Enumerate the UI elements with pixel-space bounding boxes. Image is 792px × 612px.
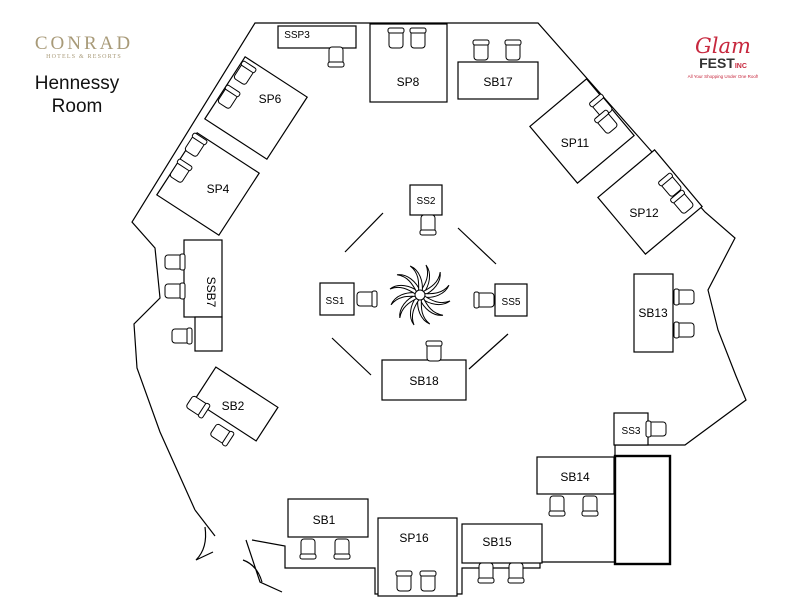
- conrad-logo-word: CONRAD: [34, 33, 134, 54]
- chair-icon: [164, 282, 186, 300]
- booth-ss1-label: SS1: [326, 296, 345, 307]
- booth-ss5-box[interactable]: [494, 283, 528, 317]
- booth-ss1-box[interactable]: [319, 282, 355, 316]
- booth-ssb7-side-box[interactable]: [194, 316, 223, 352]
- chair-icon: [670, 189, 694, 214]
- booth-labels: SSP3 SP8 SB17 SP6 SP4 SP11 SP12 SS2 SSB7…: [204, 30, 668, 549]
- chair-icon: [169, 158, 193, 183]
- booth-sb1-label: SB1: [313, 513, 336, 527]
- chair-icon: [233, 60, 257, 85]
- service-doorway: [613, 454, 672, 566]
- room-title: Hennessy Room: [22, 72, 132, 118]
- chair-icon: [504, 39, 522, 61]
- chair-icon: [419, 570, 437, 592]
- booth-sb14-box[interactable]: [536, 456, 615, 495]
- booth-ssb7-label: SSB7: [204, 277, 218, 308]
- glamfest-logo: Glam FESTINC All Your Shopping Under One…: [680, 34, 766, 80]
- chair-icon: [186, 395, 211, 419]
- rail-ne: [457, 227, 497, 265]
- chair-icon: [425, 340, 443, 362]
- booth-sp11-box[interactable]: [529, 78, 635, 184]
- rail-nw: [344, 212, 384, 253]
- chair-icon: [164, 253, 186, 271]
- chair-icon: [217, 84, 241, 109]
- booth-ss5-label: SS5: [502, 297, 521, 308]
- chair-icon: [581, 495, 599, 517]
- booth-ssp3-label: SSP3: [284, 30, 310, 41]
- booth-ss2-label: SS2: [417, 196, 436, 207]
- conrad-logo-tagline: HOTELS & RESORTS: [46, 54, 122, 60]
- booth-sp16-box[interactable]: [377, 517, 458, 597]
- door-left: [194, 509, 216, 561]
- booth-sb2-label: SB2: [222, 399, 245, 413]
- chair-icon: [395, 570, 413, 592]
- booth-ss3-box[interactable]: [613, 412, 649, 446]
- outer-wall: [131, 22, 747, 511]
- chair-icon: [184, 132, 208, 157]
- booth-sp12-box[interactable]: [597, 149, 703, 255]
- booth-sb14-label: SB14: [560, 470, 590, 484]
- door-right: [242, 539, 283, 593]
- booth-boxes: [155, 23, 703, 597]
- booth-sb1-box[interactable]: [287, 498, 369, 538]
- rail-sw: [331, 337, 372, 376]
- room-title-line2: Room: [51, 96, 103, 117]
- chair-icon: [473, 291, 495, 309]
- chair-icon: [171, 327, 193, 345]
- booth-sb18-label: SB18: [409, 374, 439, 388]
- booth-ss3-label: SS3: [622, 426, 641, 437]
- room-title-line1: Hennessy: [34, 73, 120, 94]
- booth-ss2-box[interactable]: [409, 184, 443, 216]
- chairs: [164, 27, 695, 592]
- room-walls: [131, 22, 747, 595]
- glamfest-logo-suffix: INC: [734, 63, 747, 70]
- booth-sp16-label: SP16: [399, 531, 429, 545]
- chair-icon: [645, 420, 667, 438]
- booth-sp6-label: SP6: [259, 92, 282, 106]
- booth-ssp3-box[interactable]: [277, 25, 357, 49]
- chair-icon: [327, 46, 345, 68]
- booth-sb13-box[interactable]: [633, 273, 674, 353]
- chair-icon: [548, 495, 566, 517]
- chair-icon: [333, 538, 351, 560]
- chair-icon: [419, 214, 437, 236]
- booth-sp8-box[interactable]: [369, 23, 448, 103]
- chair-icon: [299, 538, 317, 560]
- chair-icon: [594, 109, 618, 134]
- chair-icon: [477, 562, 495, 584]
- booth-sb15-label: SB15: [482, 535, 512, 549]
- conrad-logo: CONRAD HOTELS & RESORTS: [28, 33, 140, 61]
- booth-sb15-box[interactable]: [461, 523, 543, 564]
- glamfest-logo-fest: FEST: [699, 55, 735, 71]
- glamfest-logo-script: Glam: [695, 34, 751, 58]
- booth-sp6-box[interactable]: [203, 55, 309, 161]
- starburst-sculpture-icon: [389, 264, 451, 326]
- rail-se: [468, 333, 509, 370]
- booth-sp12-label: SP12: [629, 206, 659, 220]
- chair-icon: [507, 562, 525, 584]
- chair-icon: [356, 290, 378, 308]
- glamfest-logo-block: FESTINC: [680, 56, 766, 74]
- booth-sb18-box[interactable]: [381, 359, 467, 401]
- booth-sp4-label: SP4: [207, 182, 230, 196]
- booth-sp11-label: SP11: [561, 136, 590, 150]
- chair-icon: [472, 39, 490, 61]
- booth-sb17-label: SB17: [483, 75, 513, 89]
- chair-icon: [409, 27, 427, 49]
- booth-sb2-box[interactable]: [193, 366, 279, 442]
- chair-icon: [387, 27, 405, 49]
- chair-icon: [673, 321, 695, 339]
- chair-icon: [658, 172, 682, 197]
- chair-icon: [673, 288, 695, 306]
- glamfest-logo-tagline: All Your Shopping Under One Roof!: [687, 74, 759, 79]
- booth-sb17-box[interactable]: [457, 61, 539, 100]
- chair-icon: [210, 423, 235, 447]
- booth-sb13-label: SB13: [638, 306, 668, 320]
- booth-sp8-label: SP8: [397, 75, 420, 89]
